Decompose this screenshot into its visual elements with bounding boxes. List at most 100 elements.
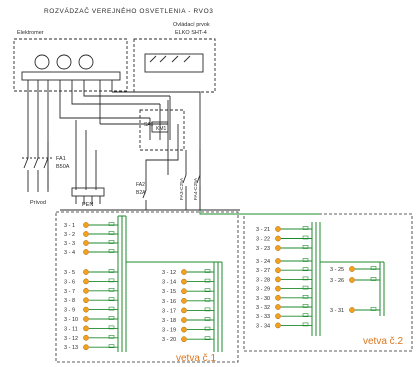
lamp-icon xyxy=(275,313,281,320)
lamp-icon xyxy=(83,287,89,294)
contactor-box xyxy=(139,109,185,151)
circuit-label: 3 - 7 xyxy=(64,289,75,295)
fa1-rating: B50A xyxy=(56,164,70,170)
lamp-icon xyxy=(181,317,187,323)
lamp-icon xyxy=(83,325,89,332)
lamp-icon xyxy=(349,277,355,283)
branch2-label: vetva č.2 xyxy=(363,336,403,347)
circuit-label: 3 - 25 xyxy=(330,267,344,273)
fuse-icon xyxy=(108,344,115,349)
fa4-label: FA4-C25A xyxy=(193,177,199,200)
lamp-icon xyxy=(83,240,89,246)
fuse-icon xyxy=(302,313,309,318)
meter-terminals xyxy=(21,71,121,81)
lamp-icon xyxy=(83,316,89,322)
fuse-icon xyxy=(302,245,309,249)
lamp-icon xyxy=(349,266,355,272)
circuit-label: 3 - 32 xyxy=(256,305,270,311)
fuse-icon xyxy=(204,317,211,321)
lamp-icon xyxy=(83,306,89,313)
fuse-icon xyxy=(108,306,115,311)
fuse-icon xyxy=(108,269,115,273)
lamp-icon xyxy=(275,285,281,292)
circuit-label: 3 - 27 xyxy=(256,268,270,274)
fuse-icon xyxy=(204,269,211,273)
lamp-icon xyxy=(275,267,281,274)
lamp-icon xyxy=(275,276,281,283)
circuit-label: 3 - 22 xyxy=(256,237,270,243)
fuse-icon xyxy=(204,326,211,331)
lamp-icon xyxy=(275,258,281,264)
fuse-icon xyxy=(108,297,115,302)
main-breaker xyxy=(23,140,49,169)
lamp-icon xyxy=(181,297,187,304)
circuit-label: 3 - 6 xyxy=(64,279,75,285)
switch-terminals xyxy=(144,53,204,73)
meter-box xyxy=(13,38,128,92)
circuit-label: 3 - 19 xyxy=(162,328,176,334)
fuse-icon xyxy=(370,307,377,311)
branch2-bus xyxy=(311,222,321,336)
circuit-label: 3 - 26 xyxy=(330,278,344,284)
fuse-icon xyxy=(108,222,115,226)
fuse-icon xyxy=(302,276,309,281)
branch2-bus-right xyxy=(379,262,385,316)
lamp-icon xyxy=(275,235,281,242)
fuse-icon xyxy=(108,240,115,244)
fuse-icon xyxy=(302,235,309,240)
circuit-label: 3 - 3 xyxy=(64,241,75,247)
circuit-label: 3 - 34 xyxy=(256,323,270,329)
supply-label: Prívod xyxy=(30,200,46,206)
fa2-fuse xyxy=(142,178,147,210)
switch-box xyxy=(133,38,216,93)
meter-dial xyxy=(56,54,72,70)
lamp-icon xyxy=(83,231,89,237)
circuit-label: 3 - 28 xyxy=(256,277,270,283)
circuit-label: 3 - 11 xyxy=(64,326,78,332)
fuse-icon xyxy=(204,307,211,312)
lamp-icon xyxy=(181,336,187,343)
fuse-icon xyxy=(204,278,211,283)
fuse-icon xyxy=(302,226,309,230)
fuse-icon xyxy=(108,231,115,235)
branch1-box xyxy=(55,211,239,363)
fuse-icon xyxy=(108,334,115,339)
fuse-icon xyxy=(302,267,309,272)
branch1-label: vetva č.1 xyxy=(176,353,216,364)
circuit-label: 3 - 10 xyxy=(64,317,78,323)
circuit-label: 3 - 21 xyxy=(256,227,270,233)
circuit-label: 3 - 2 xyxy=(64,232,75,238)
lamp-icon xyxy=(349,307,355,313)
fa3-label: FA3-C25A xyxy=(179,177,185,200)
switch-label-2: ELKO SHT-4 xyxy=(175,30,207,36)
circuit-label: 3 - 18 xyxy=(162,318,176,324)
pen-label: PEN xyxy=(82,202,93,208)
circuit-label: 3 - 17 xyxy=(162,308,176,314)
switch-label-1: Ovládací prvok xyxy=(173,22,210,28)
fuse-icon xyxy=(204,288,211,293)
lamp-icon xyxy=(275,322,281,329)
lamp-icon xyxy=(83,222,89,228)
diagram-title: ROZVÁDZAČ VEREJNÉHO OSVETLENIA - RVO3 xyxy=(44,6,213,15)
fuse-icon xyxy=(370,266,377,270)
circuit-label: 3 - 13 xyxy=(64,345,78,351)
fuse-icon xyxy=(108,316,115,320)
circuit-label: 3 - 5 xyxy=(64,270,75,276)
circuit-label: 3 - 9 xyxy=(64,308,75,314)
fuse-icon xyxy=(302,304,309,308)
fuse-icon xyxy=(108,287,115,292)
circuit-label: 3 - 24 xyxy=(256,259,270,265)
fuse-icon xyxy=(302,294,309,299)
meter-dial xyxy=(78,54,94,70)
lamp-icon xyxy=(83,249,89,255)
lamp-icon xyxy=(275,294,281,301)
branch1-bus xyxy=(117,216,127,352)
fuse-icon xyxy=(204,336,211,341)
circuit-label: 3 - 15 xyxy=(162,289,176,295)
lamp-icon xyxy=(83,344,89,351)
fuse-icon xyxy=(108,325,115,330)
circuit-label: 3 - 29 xyxy=(256,287,270,293)
circuit-label: 3 - 12 xyxy=(64,336,78,342)
lamp-icon xyxy=(181,326,187,333)
